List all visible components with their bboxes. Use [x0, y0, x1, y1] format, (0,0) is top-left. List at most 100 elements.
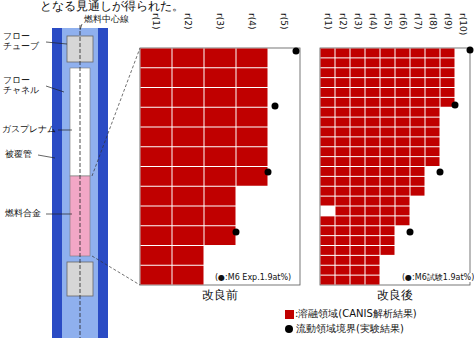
melt-cell	[351, 78, 365, 87]
melt-cell	[205, 88, 236, 107]
melt-cell	[396, 207, 410, 216]
melt-cell	[351, 197, 365, 206]
melt-cell	[336, 128, 350, 137]
melt-cell	[336, 276, 350, 285]
sentence-text: となる見通しが得られた。	[40, 0, 184, 14]
melt-cell	[173, 266, 204, 285]
column-label: r(2)	[183, 13, 193, 29]
melt-cell	[141, 246, 172, 265]
melt-cell	[321, 98, 335, 107]
melt-cell	[351, 128, 365, 137]
melt-cell	[366, 147, 380, 156]
melt-cell	[321, 157, 335, 166]
part-name: 燃料中心線	[84, 14, 129, 24]
melt-cell	[426, 68, 440, 77]
part-name: ガスプレナム	[2, 124, 56, 134]
melt-cell	[366, 128, 380, 137]
melt-cell	[173, 246, 204, 265]
leader-line	[80, 24, 82, 30]
melt-cell	[336, 118, 350, 127]
legend-row: :溶融領域(CANIS解析結果)	[285, 307, 417, 321]
melt-cell	[381, 108, 395, 117]
melt-cell	[396, 137, 410, 146]
melt-cell	[141, 167, 172, 186]
melt-cell	[366, 177, 380, 186]
melt-cell	[426, 49, 440, 58]
melt-cell	[205, 49, 236, 68]
melt-cell	[336, 207, 350, 216]
melt-cell	[396, 78, 410, 87]
leader-line	[46, 42, 67, 44]
melt-cell	[205, 187, 236, 206]
part-name: フロー チューブ	[3, 31, 47, 52]
melt-cell	[321, 88, 335, 97]
melt-cell	[426, 78, 440, 87]
boundary-dot	[407, 229, 414, 236]
legend-text: 流動領域境界(実験結果)	[296, 322, 404, 336]
melt-cell	[205, 207, 236, 226]
melt-cell	[321, 266, 335, 275]
melt-cell	[141, 147, 172, 166]
melt-cell	[336, 197, 350, 206]
melt-cell	[381, 98, 395, 107]
melt-cell	[321, 216, 335, 225]
leader-line	[46, 86, 64, 92]
melt-cell	[336, 137, 350, 146]
melt-cell	[426, 88, 440, 97]
melt-cell	[411, 98, 425, 107]
melt-cell	[336, 177, 350, 186]
melt-cell	[205, 128, 236, 147]
melt-cell	[336, 157, 350, 166]
melt-cell	[366, 236, 380, 245]
boundary-dot	[233, 229, 240, 236]
melt-cell	[381, 58, 395, 67]
melt-cell	[321, 68, 335, 77]
melt-cell	[351, 177, 365, 186]
melt-cell	[173, 108, 204, 127]
melt-cell	[381, 68, 395, 77]
melt-cell	[381, 88, 395, 97]
melt-cell	[411, 128, 425, 137]
melt-cell	[321, 137, 335, 146]
legend-text: :溶融領域(CANIS解析結果)	[295, 307, 417, 321]
melt-cell	[336, 68, 350, 77]
boundary-dot	[265, 169, 272, 176]
melt-cell	[351, 98, 365, 107]
column-label: r(9)	[442, 13, 452, 29]
melt-cell	[411, 78, 425, 87]
melt-cell	[321, 128, 335, 137]
melt-cell	[336, 78, 350, 87]
melt-cell	[173, 128, 204, 147]
melt-cell	[336, 187, 350, 196]
melt-cell	[426, 147, 440, 156]
melt-cell	[321, 49, 335, 58]
melt-cell	[381, 216, 395, 225]
melt-cell	[381, 78, 395, 87]
melt-cell	[351, 49, 365, 58]
melt-cell	[411, 167, 425, 176]
melt-cell	[173, 147, 204, 166]
melt-cell	[321, 108, 335, 117]
melt-cell	[351, 246, 365, 255]
melt-cell	[205, 108, 236, 127]
melt-cell	[366, 256, 380, 265]
melt-cell	[411, 157, 425, 166]
melt-cell	[426, 137, 440, 146]
column-label: r(10)	[457, 13, 467, 35]
melt-cell	[141, 88, 172, 107]
melt-cell	[411, 137, 425, 146]
melt-cell	[366, 137, 380, 146]
melt-cell	[336, 226, 350, 235]
melt-cell	[381, 246, 395, 255]
melt-cell	[426, 118, 440, 127]
melt-cell	[381, 167, 395, 176]
melt-cell	[351, 58, 365, 67]
melt-cell	[336, 88, 350, 97]
melt-cell	[396, 118, 410, 127]
melt-cell	[396, 187, 410, 196]
melt-cell	[336, 98, 350, 107]
melt-cell	[381, 128, 395, 137]
grid-note: (●:M6 Exp.1.9at%)	[214, 273, 292, 282]
melt-cell	[366, 276, 380, 285]
melt-cell	[396, 68, 410, 77]
